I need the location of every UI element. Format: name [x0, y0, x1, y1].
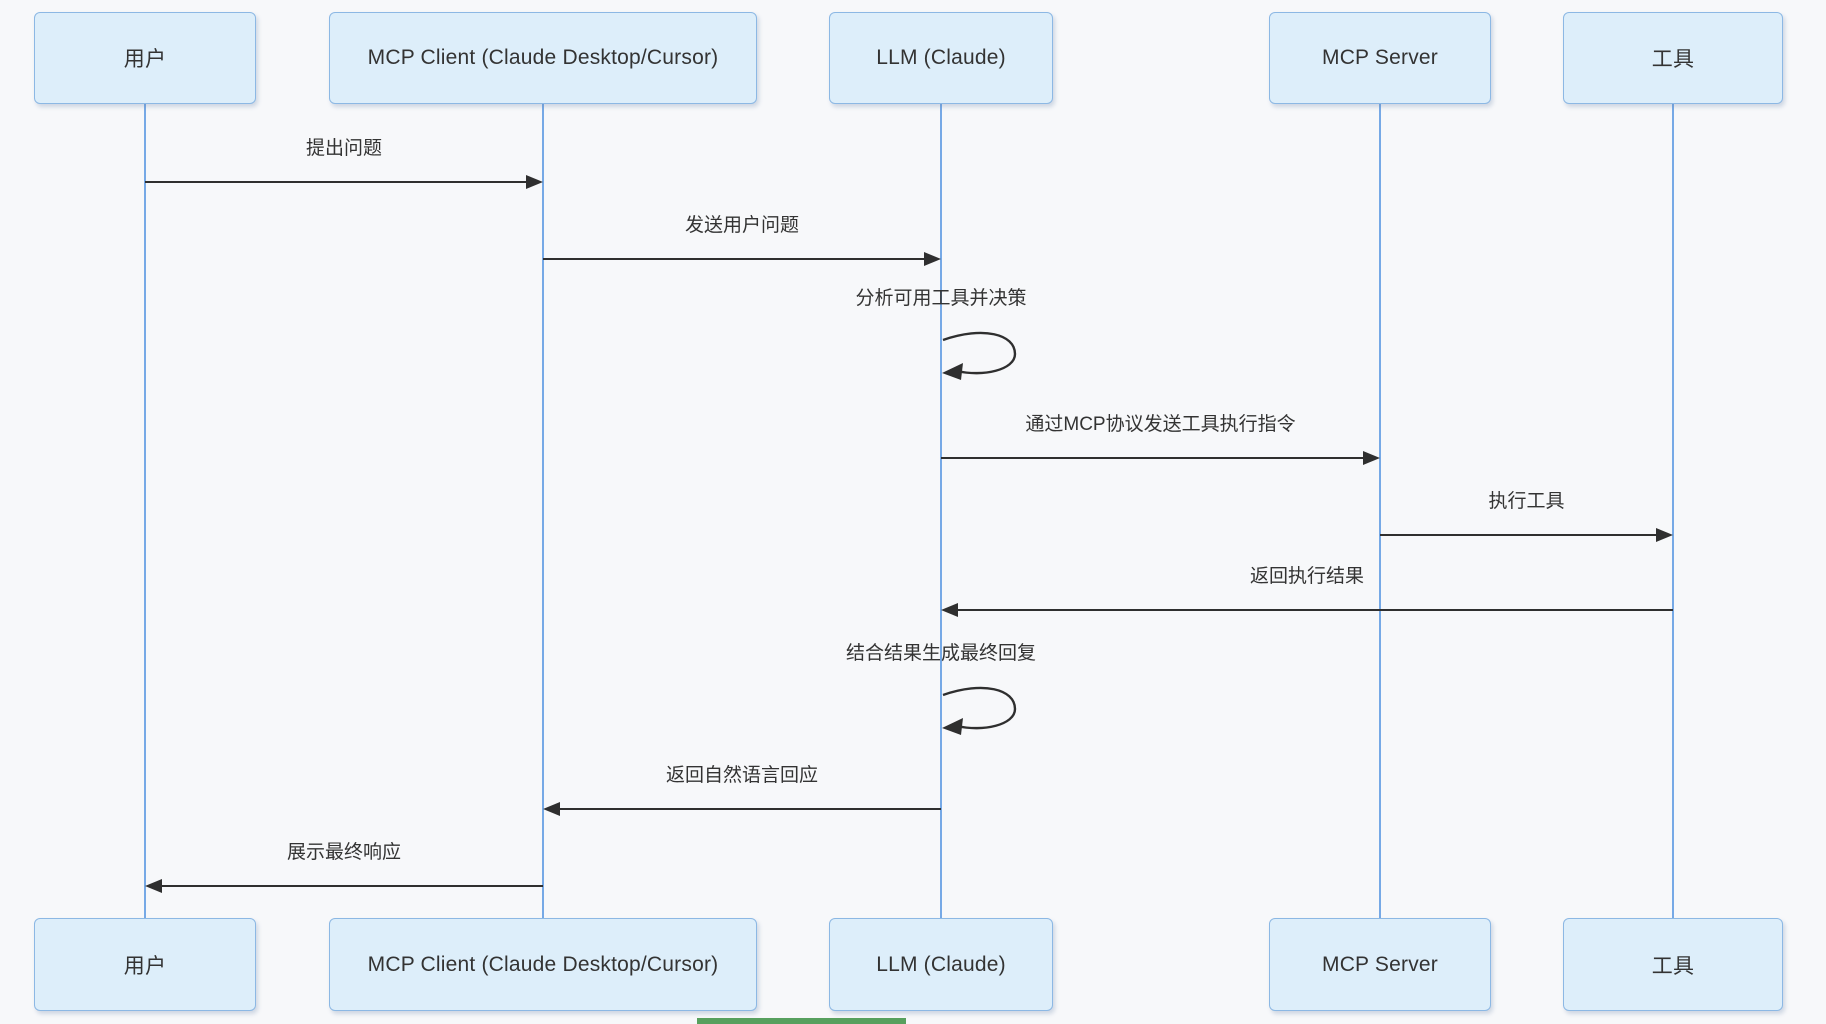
actor-label-tool: 工具 — [1651, 48, 1695, 71]
message-label: 结合结果生成最终回复 — [845, 643, 1036, 664]
lifeline-user — [144, 104, 146, 918]
actor-box-top-llm: LLM (Claude) — [829, 12, 1053, 104]
actor-box-top-server: MCP Server — [1269, 12, 1491, 104]
actor-label-client: MCP Client (Claude Desktop/Cursor) — [367, 46, 719, 69]
message-line — [956, 609, 1673, 612]
lifeline-tool — [1672, 104, 1674, 918]
message-line — [543, 258, 926, 261]
actor-label-user: 用户 — [123, 48, 167, 71]
partial-green-bar — [697, 1018, 906, 1024]
message-arrowhead — [543, 801, 560, 816]
message-label: 通过MCP协议发送工具执行指令 — [1025, 414, 1296, 435]
lifeline-llm — [940, 104, 942, 918]
actor-box-bottom-user: 用户 — [34, 918, 256, 1011]
actor-box-bottom-server: MCP Server — [1269, 918, 1491, 1011]
message-line — [160, 885, 543, 888]
message-label: 展示最终响应 — [286, 842, 401, 863]
message-arrowhead — [924, 251, 941, 266]
message-label: 执行工具 — [1488, 491, 1565, 512]
message-line — [145, 181, 528, 184]
message-line — [558, 808, 941, 811]
message-line — [941, 457, 1365, 460]
actor-label-user: 用户 — [123, 954, 167, 978]
message-label: 发送用户问题 — [684, 215, 799, 236]
self-loop-arrow — [942, 686, 1017, 735]
message-label: 返回自然语言回应 — [665, 765, 818, 786]
message-arrowhead — [145, 878, 162, 893]
message-label: 提出问题 — [305, 138, 382, 159]
actor-box-bottom-tool: 工具 — [1563, 918, 1783, 1011]
lifeline-client — [542, 104, 544, 918]
actor-label-client: MCP Client (Claude Desktop/Cursor) — [367, 952, 719, 976]
message-line — [1380, 534, 1658, 537]
actor-box-bottom-client: MCP Client (Claude Desktop/Cursor) — [329, 918, 757, 1011]
message-label: 分析可用工具并决策 — [855, 288, 1027, 309]
actor-label-llm: LLM (Claude) — [876, 46, 1006, 69]
actor-box-top-client: MCP Client (Claude Desktop/Cursor) — [329, 12, 757, 104]
actor-label-llm: LLM (Claude) — [876, 952, 1006, 976]
message-arrowhead — [1363, 450, 1380, 465]
actor-label-server: MCP Server — [1322, 952, 1438, 976]
actor-box-top-user: 用户 — [34, 12, 256, 104]
actor-box-top-tool: 工具 — [1563, 12, 1783, 104]
message-arrowhead — [1656, 527, 1673, 542]
message-arrowhead — [526, 174, 543, 189]
self-loop-arrow — [942, 331, 1017, 380]
message-arrowhead — [941, 602, 958, 617]
actor-label-server: MCP Server — [1322, 46, 1438, 69]
actor-box-bottom-llm: LLM (Claude) — [829, 918, 1053, 1011]
lifeline-server — [1379, 104, 1381, 918]
message-label: 返回执行结果 — [1249, 566, 1364, 587]
actor-label-tool: 工具 — [1651, 954, 1695, 978]
